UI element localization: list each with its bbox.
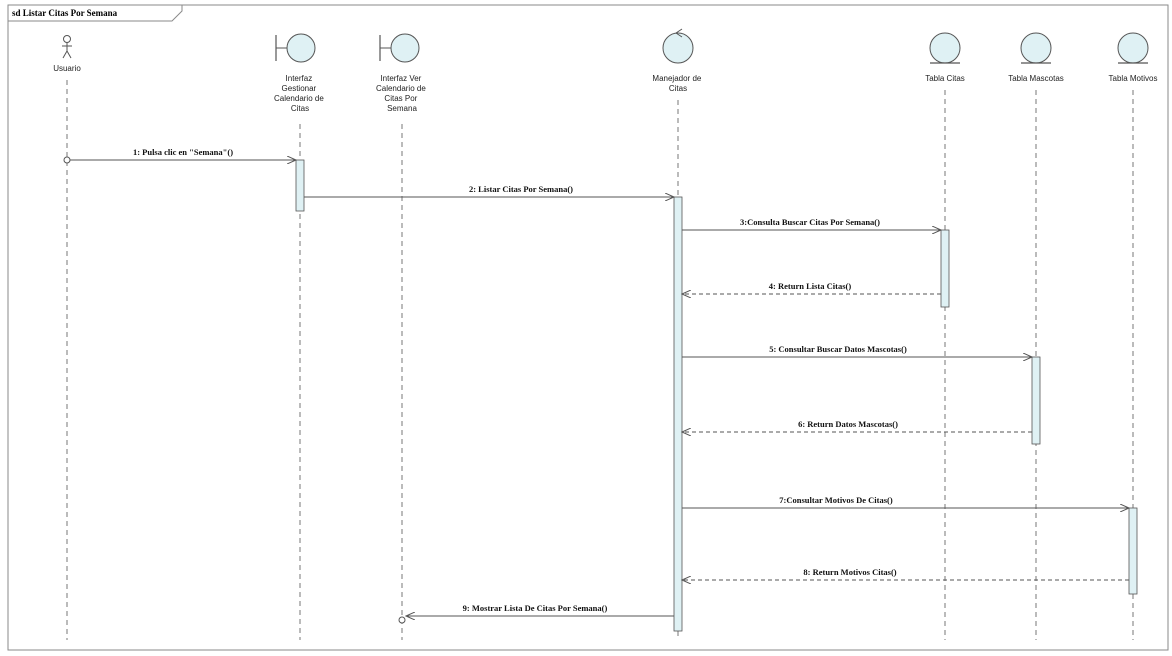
boundary-icon xyxy=(275,33,316,63)
message-label: 7:Consultar Motivos De Citas() xyxy=(779,495,893,505)
entity-icon xyxy=(929,32,961,64)
message-label: 1: Pulsa clic en "Semana"() xyxy=(133,147,233,157)
activation-bar xyxy=(940,229,950,308)
message-label: 8: Return Motivos Citas() xyxy=(803,567,896,577)
lifeline-tabla-citas-label: Tabla Citas xyxy=(925,74,965,83)
lifeline-ui-gestionar: Interfaz Gestionar Calendario de Citas xyxy=(274,33,326,640)
message-label: 5: Consultar Buscar Datos Mascotas() xyxy=(769,344,907,354)
diagram-frame xyxy=(7,4,1169,651)
lifeline-ui-gestionar-label: Interfaz Gestionar Calendario de Citas xyxy=(274,74,326,113)
lifeline-manejador-label: Manejador de Citas xyxy=(652,74,703,93)
lifeline-manejador: Manejador de Citas xyxy=(652,28,703,640)
lifeline-tabla-motivos-label: Tabla Motivos xyxy=(1109,74,1158,83)
lifeline-usuario-label: Usuario xyxy=(53,64,81,73)
message-label: 3:Consulta Buscar Citas Por Semana() xyxy=(740,217,880,227)
message-label: 6: Return Datos Mascotas() xyxy=(798,419,898,429)
message-7: 7:Consultar Motivos De Citas() xyxy=(682,495,1129,508)
message-1: 1: Pulsa clic en "Semana"() xyxy=(63,147,296,164)
boundary-icon xyxy=(379,33,420,63)
entity-icon xyxy=(1020,32,1052,64)
message-5: 5: Consultar Buscar Datos Mascotas() xyxy=(682,344,1032,357)
actor-icon xyxy=(62,35,72,59)
activation-bar xyxy=(295,159,305,212)
frame-title: sd Listar Citas Por Semana xyxy=(12,8,118,18)
message-8: 8: Return Motivos Citas() xyxy=(682,567,1129,580)
message-label: 9: Mostrar Lista De Citas Por Semana() xyxy=(463,603,608,613)
lifeline-tabla-citas: Tabla Citas xyxy=(925,32,965,640)
messages: 1: Pulsa clic en "Semana"() 2: Listar Ci… xyxy=(63,147,1129,624)
lifeline-tabla-mascotas-label: Tabla Mascotas xyxy=(1008,74,1064,83)
message-label: 4: Return Lista Citas() xyxy=(769,281,852,291)
lifeline-tabla-mascotas: Tabla Mascotas xyxy=(1008,32,1064,640)
message-6: 6: Return Datos Mascotas() xyxy=(682,419,1032,432)
lifelines: Usuario Interfaz Gestionar Calendario de… xyxy=(53,28,1158,640)
activation-bar xyxy=(1031,356,1041,445)
lifeline-tabla-motivos: Tabla Motivos xyxy=(1109,32,1158,640)
lifeline-ui-ver: Interfaz Ver Calendario de Citas Por Sem… xyxy=(376,33,428,640)
message-target-endpoint xyxy=(398,616,406,624)
activations xyxy=(295,159,1138,632)
frame-title-tab xyxy=(7,4,183,22)
message-3: 3:Consulta Buscar Citas Por Semana() xyxy=(682,217,941,230)
found-message-origin xyxy=(63,156,71,164)
lifeline-usuario: Usuario xyxy=(53,35,81,640)
lifeline-ui-ver-label: Interfaz Ver Calendario de Citas Por Sem… xyxy=(376,74,428,113)
activation-bar xyxy=(673,196,683,632)
control-icon xyxy=(662,28,694,64)
message-4: 4: Return Lista Citas() xyxy=(682,281,941,294)
message-label: 2: Listar Citas Por Semana() xyxy=(469,184,573,194)
message-2: 2: Listar Citas Por Semana() xyxy=(304,184,674,197)
entity-icon xyxy=(1117,32,1149,64)
activation-bar xyxy=(1128,507,1138,595)
message-9: 9: Mostrar Lista De Citas Por Semana() xyxy=(398,603,674,624)
